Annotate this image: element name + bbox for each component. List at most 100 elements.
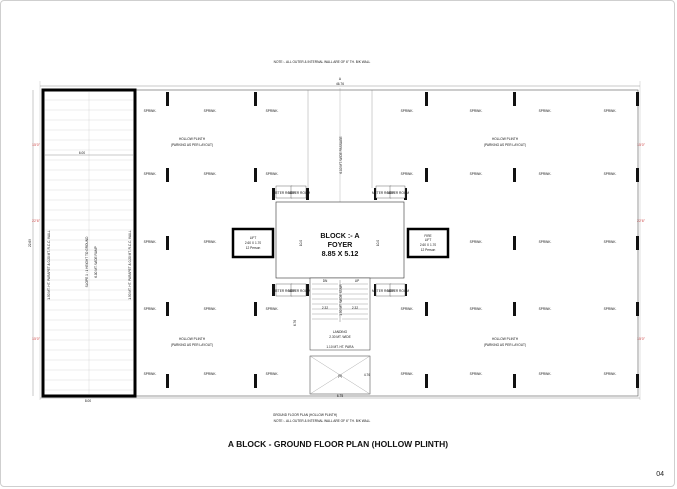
meter-room-label: METER ROOM — [273, 191, 295, 195]
fire-lift-size: 2.60 X 1.70 — [420, 243, 437, 247]
meter-rooms: METER ROOM METER ROOM METER ROOM METER R… — [273, 185, 409, 297]
sprink-label: SPRINK. — [204, 172, 217, 176]
red-dim-right-1: 15'0" — [637, 143, 646, 147]
hollow-plinth-label-tl: HOLLOW PLINTH — [179, 137, 206, 141]
sprink-label: SPRINK. — [604, 240, 617, 244]
foyer: BLOCK :- A FOYER 8.85 X 5.12 10.0 10.0 — [275, 201, 405, 279]
landing-title: LANDING — [333, 330, 348, 334]
meter-room-label: METER ROOM — [288, 289, 310, 293]
sprink-label: SPRINK. — [539, 372, 552, 376]
top-note: NOTE :- ALL OUTER & INTERNAL WALL ARE OF… — [274, 60, 371, 64]
top-marker: A — [339, 77, 342, 81]
sprink-label: SPRINK. — [144, 372, 157, 376]
sprink-label: SPRINK. — [539, 307, 552, 311]
sprink-label: SPRINK. — [144, 307, 157, 311]
sprink-label: SPRINK. — [144, 172, 157, 176]
hollow-plinth-label-bl: HOLLOW PLINTH — [179, 337, 206, 341]
sprink-label: SPRINK. — [470, 307, 483, 311]
parking-label-tl: (PARKING AS PER LAYOUT) — [171, 143, 213, 147]
ramp-width-label: 6.00 MT. WIDE RAMP — [94, 246, 98, 278]
passage-label: 6.10 MT. WIDE PASSAGE — [339, 136, 343, 173]
fire-lift-capacity: 12 Person — [421, 248, 436, 252]
hollow-plinth-label-br: HOLLOW PLINTH — [492, 337, 519, 341]
page-number: 04 — [656, 471, 664, 478]
landing-note: 1.10 MT. HT. PARA — [326, 345, 354, 349]
sprink-label: SPRINK. — [204, 372, 217, 376]
central-passage: 6.10 MT. WIDE PASSAGE 5.80 A — [307, 88, 373, 206]
sprink-label: SPRINK. — [470, 172, 483, 176]
stair-width-label: 1.50 MT. WIDE STAIR — [339, 284, 343, 316]
parking-label-br: (PARKING AS PER LAYOUT) — [484, 343, 526, 347]
sprink-label: SPRINK. — [401, 307, 414, 311]
sprink-label: SPRINK. — [604, 307, 617, 311]
landing-height: 6.76 — [293, 320, 297, 326]
sprink-label: SPRINK. — [470, 109, 483, 113]
sprink-label: SPRINK. — [539, 172, 552, 176]
top-overall-dimension: 46.76 — [336, 82, 344, 86]
lift-capacity: 12 Person — [246, 246, 261, 250]
sprink-label: SPRINK. — [604, 109, 617, 113]
sprink-label: SPRINK. — [401, 372, 414, 376]
bottom-center-dimension: 6.75 — [337, 394, 343, 398]
sprink-label: SPRINK. — [204, 307, 217, 311]
sprink-label: SPRINK. — [204, 109, 217, 113]
sprink-label: SPRINK. — [539, 240, 552, 244]
fire-lift-sub: LIFT — [425, 238, 432, 242]
foyer-size: 8.85 X 5.12 — [322, 249, 359, 258]
fire-lift-title: FIRE — [424, 234, 431, 238]
meter-room-label: METER ROOM — [387, 191, 409, 195]
meter-room-label: METER ROOM — [372, 191, 394, 195]
ramp-left-wall-label: 1.50 MT. HT. PARAPET & 0.20 MT. R.C.C. W… — [47, 230, 51, 300]
lift-size: 2.60 X 1.70 — [245, 241, 262, 245]
entrance: (5) 4.76 6.75 — [309, 355, 370, 398]
foyer-label: FOYER — [328, 240, 354, 249]
hollow-plinth-label-tr: HOLLOW PLINTH — [492, 137, 519, 141]
staircase: DN UP 1.50 MT. WIDE STAIR 2.32 2.32 LAND… — [293, 277, 371, 351]
plan-title: A BLOCK - GROUND FLOOR PLAN (HOLLOW PLIN… — [228, 439, 448, 449]
parking-label-bl: (PARKING AS PER LAYOUT) — [171, 343, 213, 347]
sprink-label: SPRINK. — [401, 109, 414, 113]
ramp-width-dimension: 6.00 — [79, 151, 85, 155]
sprink-label: SPRINK. — [266, 372, 279, 376]
meter-room-label: METER ROOM — [288, 191, 310, 195]
lift-left: LIFT 2.60 X 1.70 12 Person — [231, 227, 275, 259]
sprinkler-labels: SPRINK. SPRINK. SPRINK. SPRINK. SPRINK. … — [144, 109, 617, 376]
red-dim-left-3: 15'0" — [32, 337, 41, 341]
ramp-right-wall-label: 1.50 MT. HT. PARAPET & 0.20 MT. R.C.C. W… — [128, 230, 132, 300]
landing-size: 2.30 MT. WIDE — [329, 335, 350, 339]
meter-room-label: METER ROOM — [273, 289, 295, 293]
sprink-label: SPRINK. — [470, 240, 483, 244]
sprink-label: SPRINK. — [401, 172, 414, 176]
lift-title: LIFT — [250, 236, 257, 240]
red-dim-left-1: 15'0" — [32, 143, 41, 147]
red-dim-right-3: 15'0" — [637, 337, 646, 341]
bottom-left-dimension: 8.00 — [85, 399, 91, 403]
left-overall-dimension: 22.69 — [28, 239, 32, 247]
sprink-label: SPRINK. — [604, 172, 617, 176]
sprink-label: SPRINK. — [266, 109, 279, 113]
sprink-label: SPRINK. — [144, 240, 157, 244]
sprink-label: SPRINK. — [204, 240, 217, 244]
ground-floor-caption: GROUND FLOOR PLAN (HOLLOW PLINTH) — [273, 413, 337, 417]
stair-down-label: DN — [323, 279, 328, 283]
sprink-label: SPRINK. — [470, 372, 483, 376]
landing-width-2: 2.32 — [352, 306, 358, 310]
parking-label-tr: (PARKING AS PER LAYOUT) — [484, 143, 526, 147]
ramp-slope-label: SLOPE 1 : 1 HEIGHT TO GROUND — [85, 236, 89, 288]
meter-room-label: METER ROOM — [372, 289, 394, 293]
landing-width-1: 2.32 — [322, 306, 328, 310]
sprink-label: SPRINK. — [144, 109, 157, 113]
ramp: 6.00 1.50 MT. HT. PARAPET & 0.20 MT. R.C… — [41, 88, 137, 398]
meter-room-label: METER ROOM — [387, 289, 409, 293]
red-dim-left-2: 22'6" — [32, 219, 41, 223]
sprink-label: SPRINK. — [604, 372, 617, 376]
bottom-note: NOTE :- ALL OUTER & INTERNAL WALL ARE OF… — [274, 419, 371, 423]
red-dim-right-2: 22'6" — [637, 219, 646, 223]
stair-up-label: UP — [355, 279, 359, 283]
entrance-drop: (5) — [338, 374, 342, 378]
stair-height-left: 10.0 — [299, 240, 303, 246]
stair-height-right: 10.0 — [376, 240, 380, 246]
block-title: BLOCK :- A — [320, 231, 359, 240]
lift-right: FIRE LIFT 2.60 X 1.70 12 Person — [406, 227, 450, 259]
